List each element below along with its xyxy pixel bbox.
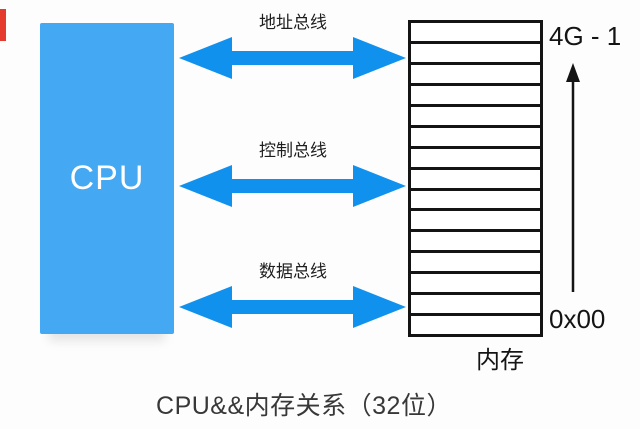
cpu-block: CPU	[40, 23, 174, 334]
memory-row	[411, 166, 540, 188]
memory-row	[411, 124, 540, 146]
memory-row	[411, 187, 540, 209]
red-edge-marker	[0, 9, 6, 41]
control-bus: 控制总线	[178, 141, 408, 209]
memory-row	[411, 103, 540, 125]
cpu-label: CPU	[69, 159, 145, 197]
data-bus: 数据总线	[178, 262, 408, 330]
data-bus-label: 数据总线	[259, 262, 327, 281]
memory-bottom-address: 0x00	[549, 304, 606, 334]
memory-row	[411, 313, 540, 334]
address-bus: 地址总线	[178, 13, 408, 81]
address-bus-label: 地址总线	[259, 13, 327, 32]
memory-row	[411, 229, 540, 250]
memory-row	[411, 271, 540, 292]
memory-row	[411, 208, 540, 229]
memory-row	[411, 61, 540, 83]
control-bus-arrow-icon	[179, 165, 406, 207]
memory-row	[411, 40, 540, 62]
data-bus-arrow-icon	[179, 286, 406, 328]
address-direction-arrow-icon	[566, 63, 580, 292]
address-bus-arrow-icon	[179, 37, 406, 79]
control-bus-label: 控制总线	[259, 141, 327, 160]
memory-row	[411, 250, 540, 271]
memory-row	[411, 23, 540, 41]
memory-top-address: 4G - 1	[549, 21, 622, 51]
memory-row	[411, 292, 540, 313]
memory-label: 内存	[476, 347, 524, 374]
memory-row	[411, 82, 540, 104]
memory-block	[408, 20, 543, 337]
memory-row	[411, 145, 540, 167]
diagram-caption: CPU&&内存关系（32位）	[156, 392, 452, 420]
